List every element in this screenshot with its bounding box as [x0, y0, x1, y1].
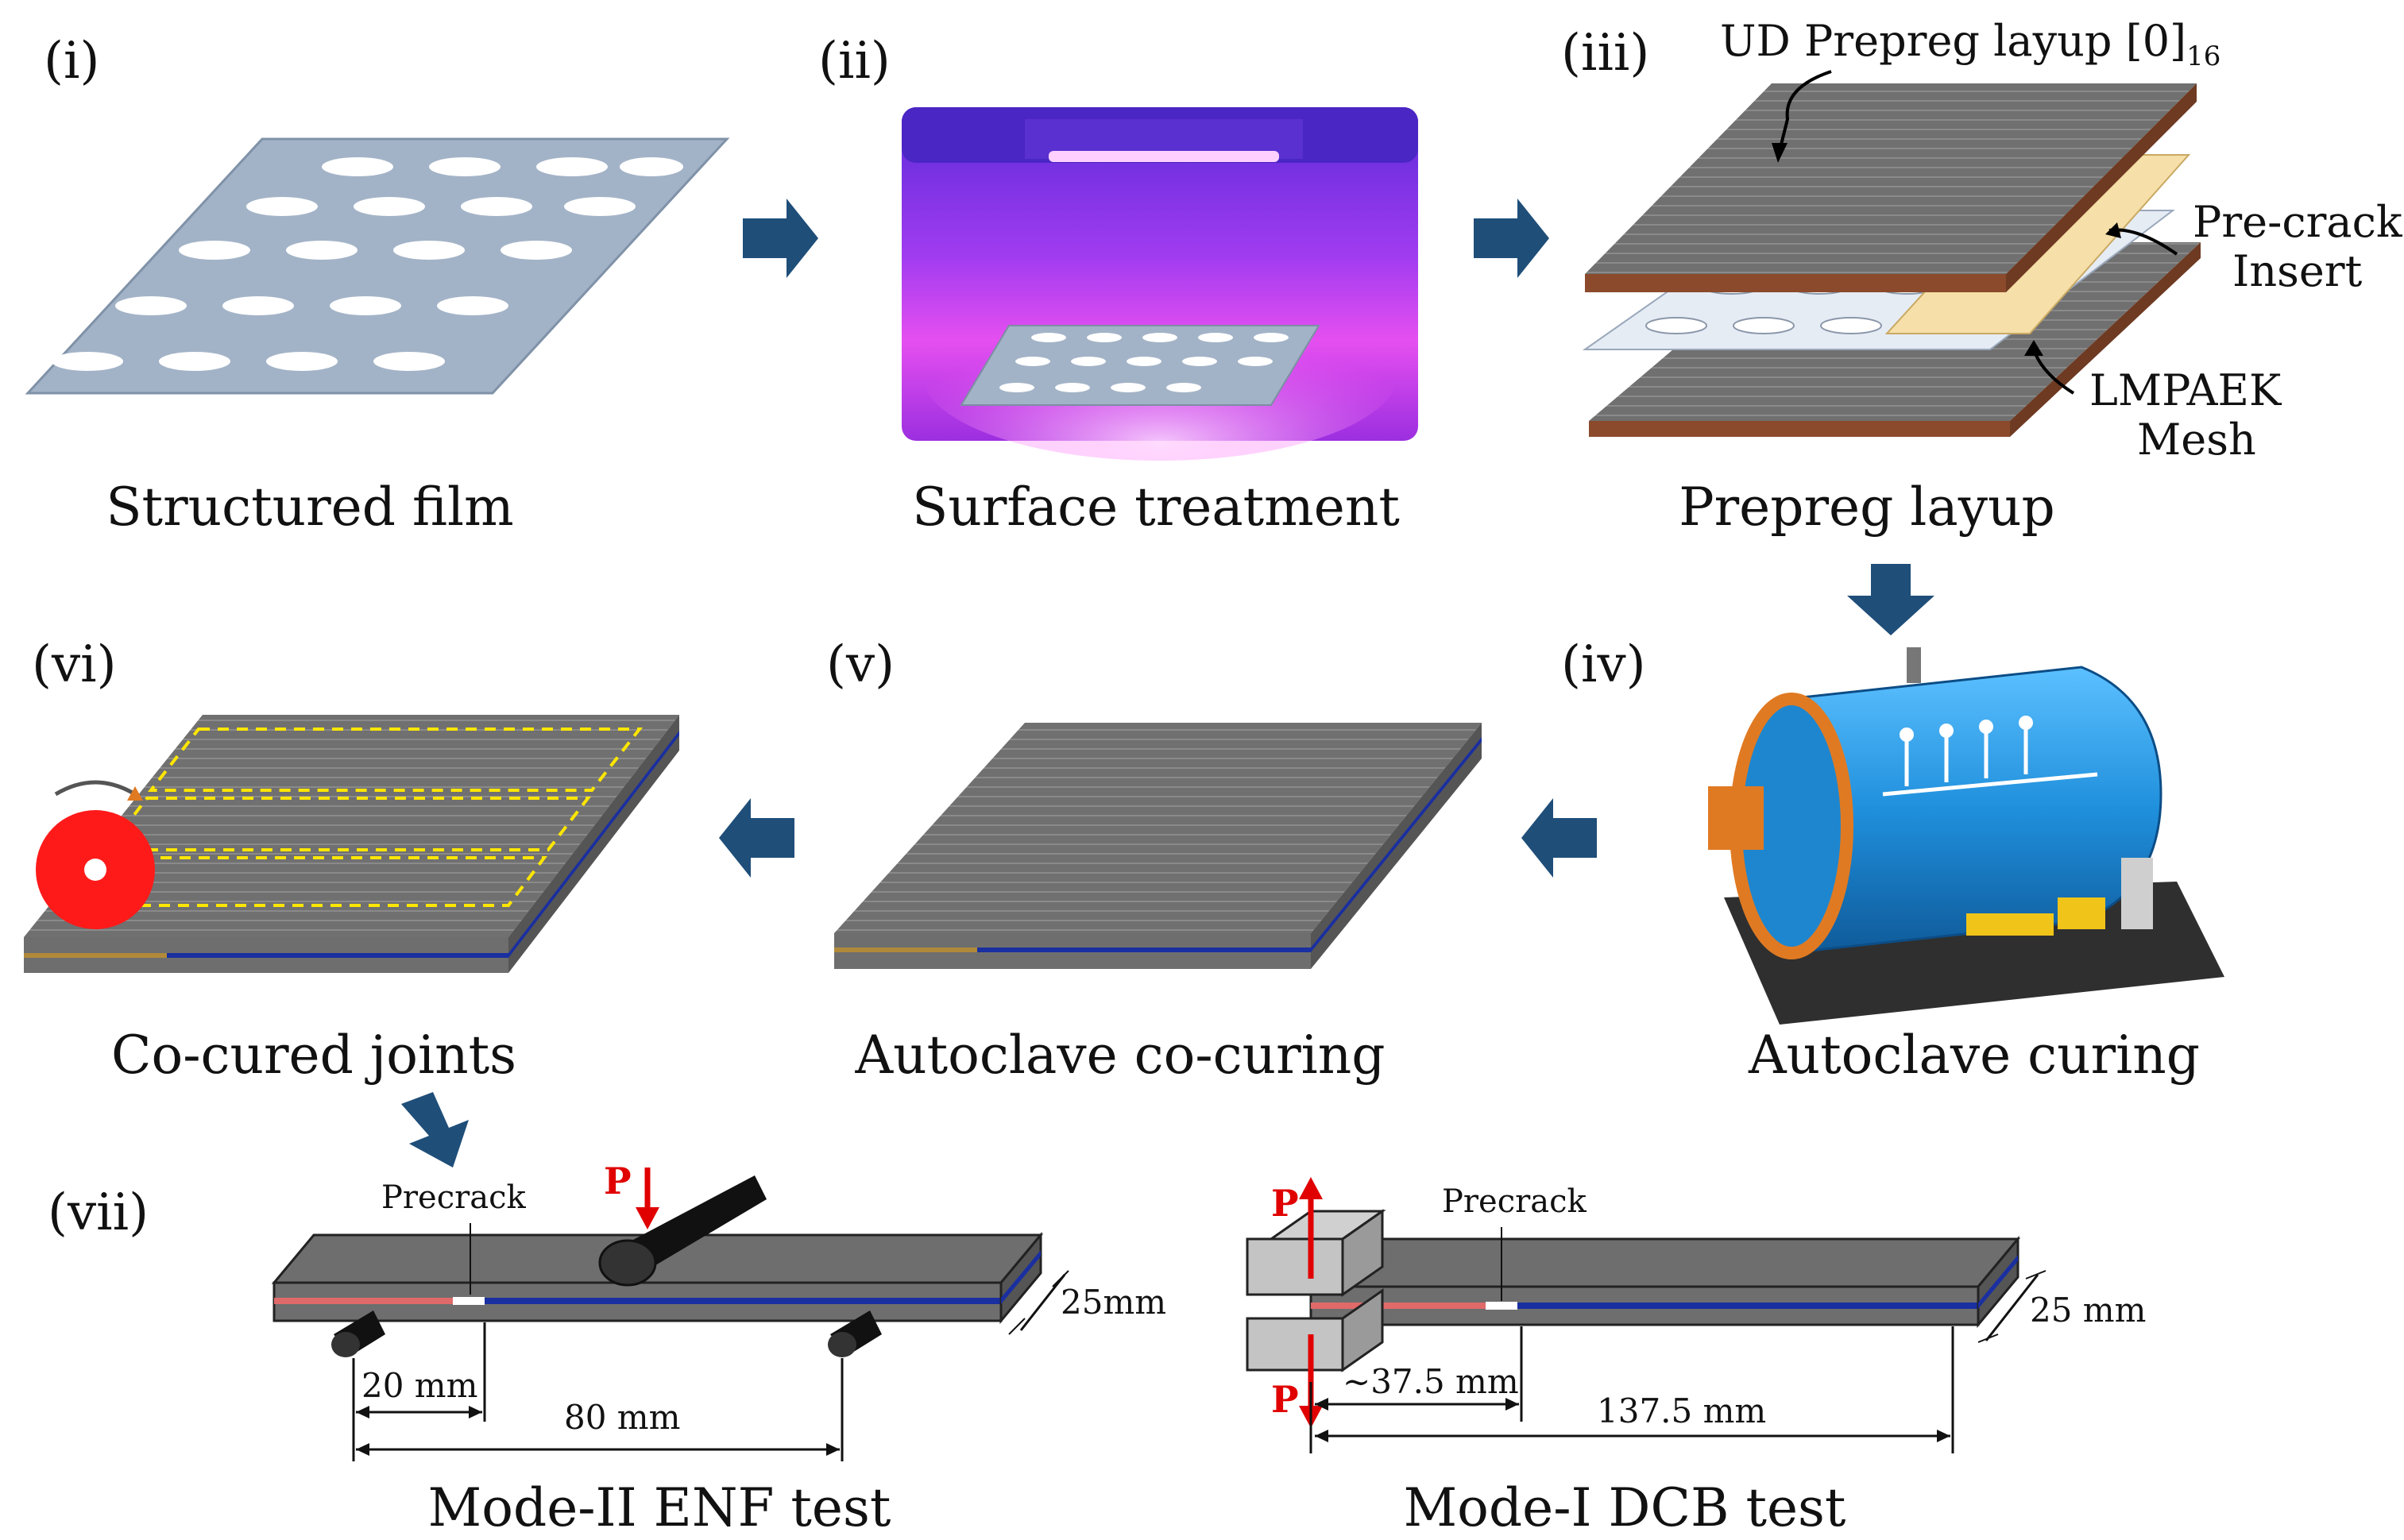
enf-crack-length-label: 20 mm: [361, 1366, 478, 1405]
step-number-v: (v): [826, 635, 895, 694]
dcb-crack-length-label: ~37.5 mm: [1343, 1362, 1519, 1401]
arrow-diagonal: [401, 1092, 469, 1168]
film-perforations: [52, 157, 683, 371]
step-number-vii: (vii): [48, 1183, 149, 1242]
step-number-ii: (ii): [818, 32, 891, 91]
arrow-right-2: [1474, 199, 1549, 278]
caption-prepreg-layup: Prepreg layup: [1679, 477, 2055, 538]
label-ud-prepreg-subscript: 16: [2186, 40, 2221, 72]
dcb-load-bottom-label: P: [1271, 1378, 1299, 1421]
enf-load-label: P: [604, 1160, 632, 1202]
caption-enf-test: Mode-II ENF test: [427, 1477, 891, 1538]
caption-dcb-test: Mode-I DCB test: [1403, 1477, 1846, 1538]
dcb-specimen-graphic: [1246, 1177, 2046, 1453]
step-number-i: (i): [44, 32, 100, 91]
uv-treatment-graphic: [902, 107, 1418, 461]
dcb-width-label: 25 mm: [2030, 1291, 2147, 1330]
arrow-left-1: [1521, 798, 1597, 878]
enf-precrack-label: Precrack: [381, 1179, 526, 1216]
prepreg-layup-graphic: [1582, 70, 2201, 437]
arrow-right-1: [743, 199, 818, 278]
autoclave-graphic: [1708, 647, 2224, 1025]
enf-span-label: 80 mm: [564, 1398, 681, 1437]
dcb-length-label: 137.5 mm: [1597, 1391, 1767, 1430]
caption-structured-film: Structured film: [106, 477, 514, 538]
cocured-laminate-graphic: [834, 723, 1482, 969]
caption-surface-treatment: Surface treatment: [912, 477, 1400, 538]
label-mesh-2: Mesh: [2137, 415, 2256, 465]
cocured-joints-graphic: [24, 715, 679, 973]
enf-specimen-graphic: [271, 1168, 1069, 1461]
door-lock: [1708, 786, 1764, 850]
dcb-precrack-label: Precrack: [1442, 1183, 1587, 1220]
label-mesh-1: LMPAEK: [2089, 365, 2282, 415]
label-ud-prepreg: UD Prepreg layup [0]16: [1720, 16, 2220, 72]
label-precrack-insert-2: Insert: [2232, 246, 2363, 296]
caption-autoclave-co-curing: Autoclave co-curing: [855, 1025, 1386, 1086]
label-precrack-insert-1: Pre-crack: [2193, 197, 2402, 247]
step-number-iv: (iv): [1561, 635, 1646, 694]
structured-film-graphic: [25, 137, 730, 395]
caption-co-cured-joints: Co-cured joints: [110, 1025, 517, 1086]
step-number-vi: (vi): [32, 635, 117, 694]
arrow-left-2: [719, 798, 794, 878]
arrow-down-1: [1847, 564, 1934, 635]
uv-lamp: [1049, 151, 1279, 162]
caption-autoclave-curing: Autoclave curing: [1748, 1025, 2201, 1086]
enf-width-label: 25mm: [1061, 1283, 1167, 1322]
label-ud-prepreg-main: UD Prepreg layup [0]: [1720, 16, 2187, 66]
dcb-load-top-label: P: [1271, 1182, 1299, 1225]
step-number-iii: (iii): [1561, 24, 1650, 83]
